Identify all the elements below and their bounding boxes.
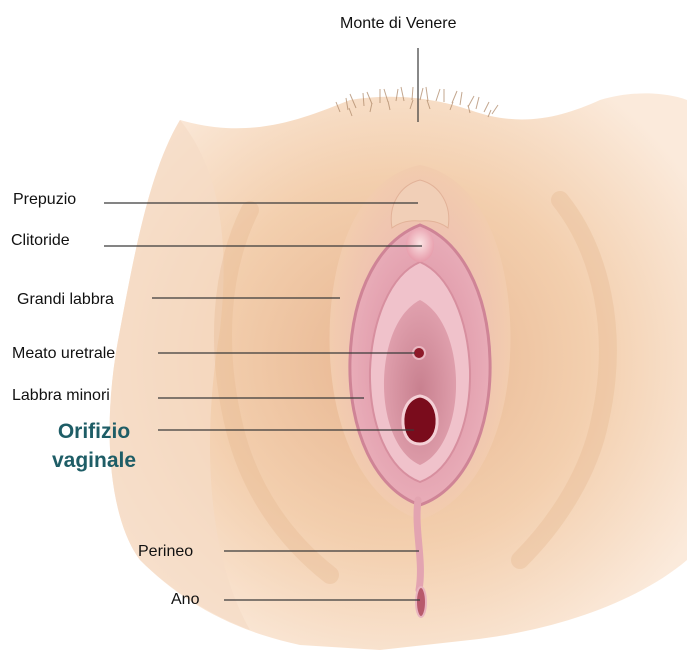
label-labia-minora: Labbra minori <box>12 387 110 404</box>
label-vaginal-orifice-line1: Orifizio <box>57 420 131 443</box>
anus-shape <box>415 586 427 618</box>
right-thigh-fold <box>511 191 617 569</box>
perineum-shape <box>413 496 424 594</box>
label-perineum: Perineo <box>138 543 194 560</box>
label-vaginal-orifice: Orifizio vaginale <box>44 417 144 475</box>
label-labia-majora: Grandi labbra <box>17 291 114 308</box>
label-vaginal-orifice-line2: vaginale <box>51 449 137 472</box>
label-anus: Ano <box>171 591 200 608</box>
label-clitoris: Clitoride <box>11 232 70 249</box>
label-urethral-meatus: Meato uretrale <box>12 345 116 362</box>
left-thigh-shading <box>109 120 250 630</box>
label-mons: Monte di Venere <box>340 15 457 32</box>
label-prepuce: Prepuzio <box>13 191 77 208</box>
clitoris-shape <box>406 228 434 262</box>
leader-lines <box>104 48 422 601</box>
vaginal-orifice-shape <box>401 394 439 446</box>
prepuce-shape <box>390 179 450 229</box>
pubic-hair <box>335 86 499 118</box>
